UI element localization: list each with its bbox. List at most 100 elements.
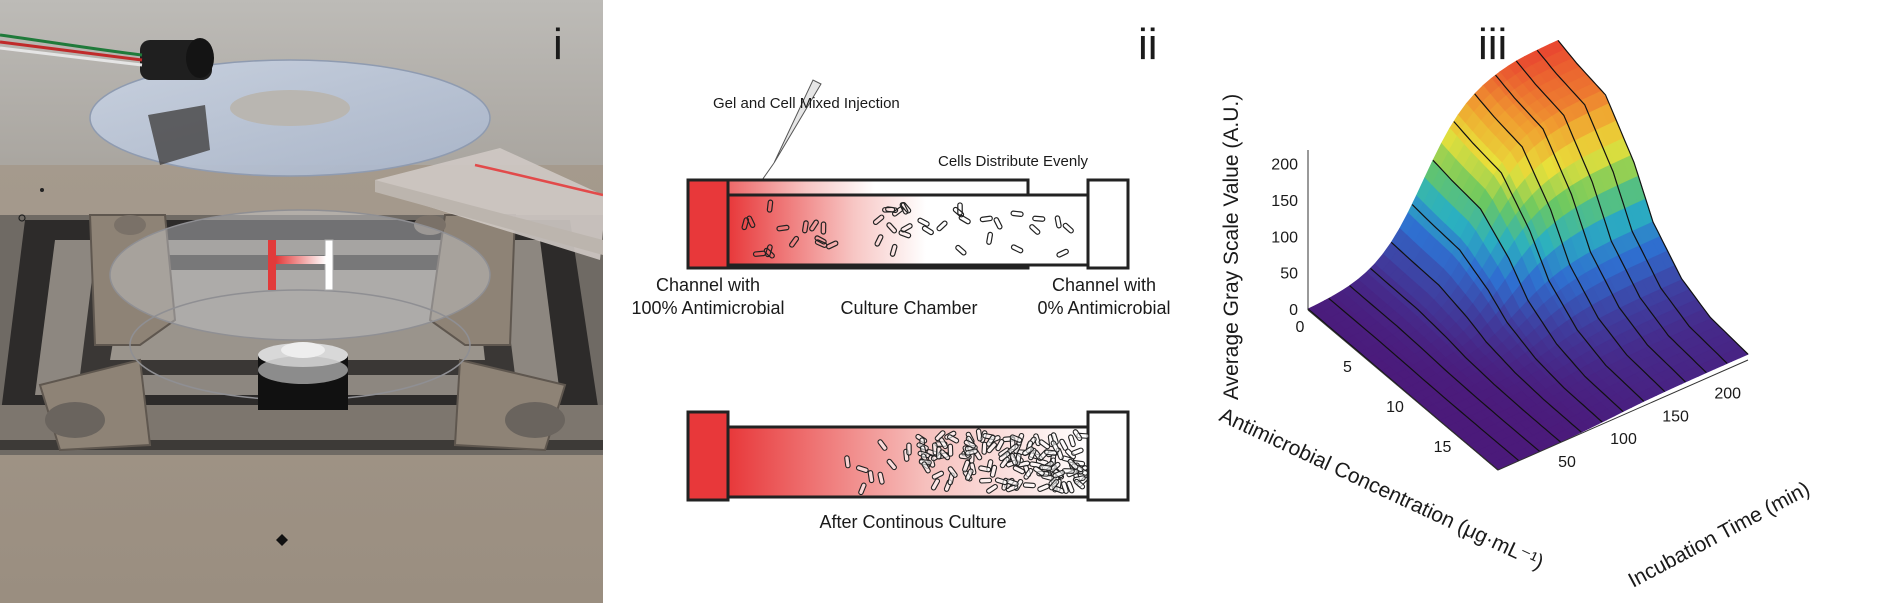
time-contour-line [1328,297,1520,462]
x-tick-label: 15 [1434,439,1452,456]
bacterium-cell [867,470,875,484]
z-tick-label: 150 [1271,193,1298,210]
time-contour-line [1515,60,1707,374]
y-tick-label: 200 [1714,385,1741,402]
bacterium-cell [886,222,898,234]
z-tick-label: 200 [1271,157,1298,174]
right-channel-top [1086,178,1130,270]
bacterium-cell [1022,446,1034,457]
bacterium-cell [985,434,996,447]
bacterium-cell [963,439,976,449]
pipette-tip [773,79,822,164]
bacterium-cell [886,458,897,471]
culture-chamber-label: Culture Chamber [840,298,977,318]
bacterium-cell [874,234,884,247]
right-channel-label-1: Channel with [1052,275,1156,295]
chamber-schematic: Gel and Cell Mixed Injection Cells Distr… [631,79,1171,532]
bacterium-cell [962,459,971,473]
bacterium-cell [995,439,1005,452]
bacterium-cell [939,449,951,461]
bacterium-cell [975,428,983,442]
bacterium-cell [872,214,885,226]
panel-i-label: i [553,20,563,69]
bacterium-cell [855,465,869,474]
bacterium-cell [936,220,948,232]
time-contour-line [1349,285,1541,452]
bacterium-cell [900,223,913,233]
bacterium-cell [1054,215,1062,229]
time-contour-line [1453,121,1645,402]
bacterium-cell [789,235,800,248]
left-channel-top [686,178,730,270]
bacterium-cell [921,461,931,474]
bacterium-cell [820,221,827,235]
bacterium-cell [1033,466,1045,476]
bacterium-cell [825,240,839,250]
bacterium-cell [1028,447,1037,461]
bacterium-cell [906,442,912,456]
bacterium-cell [1010,244,1024,254]
bacterium-cell [1012,465,1026,475]
bacterium-cell [889,243,898,257]
bacterium-cell [1022,482,1036,489]
bacterium-cell [1050,440,1060,453]
bacterium-cell [741,217,750,231]
device-illustration [0,0,603,603]
bacterium-cell [877,471,885,485]
bacterium-cell [746,215,756,228]
bacterium-cell [947,466,958,478]
bacterium-cell [858,482,867,496]
panel-ii-schematic: Gel and Cell Mixed Injection Cells Distr… [603,0,1178,603]
y-axis-label: Incubation Time (min) [1625,477,1814,592]
bacterium-cell [981,441,988,455]
y-tick-label: 100 [1610,431,1637,448]
bacterium-cell [898,230,912,239]
right-channel-label-2: 0% Antimicrobial [1037,298,1170,318]
x-tick-label: 5 [1343,359,1352,376]
bacterium-cell [964,468,974,481]
bacterium-cell [801,220,809,234]
bacterium-cell [809,219,819,232]
bacterium-cell [1071,447,1084,456]
bacterium-cell [1009,434,1023,443]
bacterium-cell [1068,434,1076,448]
bacterium-cell [993,217,1003,230]
bacterium-cell [978,465,992,473]
bacterium-cell [1039,464,1053,471]
z-tick-label: 100 [1271,229,1298,246]
bacterium-cell [930,478,941,491]
y-tick-label: 50 [1558,454,1576,471]
bacterium-cell [1038,439,1051,450]
bacterium-cell [979,215,993,223]
bacterium-cell [917,217,930,227]
bacterium-cell [1072,429,1083,442]
time-contour-line [1390,241,1582,433]
time-contour-line [1474,93,1666,392]
left-channel-label-1: Channel with [656,275,760,295]
surface-mesh [1307,39,1749,471]
panel-iii-label: iii [1478,20,1508,69]
time-contour-line [1370,267,1561,443]
bacterium-cell [1023,467,1034,480]
time-contour-line [1495,74,1686,383]
bacterium-cell [965,448,978,456]
left-channel-label-2: 100% Antimicrobial [631,298,784,318]
bacterium-cell [899,202,909,215]
bacterium-cell [952,206,965,218]
bacterium-cell [1009,452,1018,466]
bacterium-cell [1066,480,1075,494]
right-channel-bottom [1086,410,1130,502]
time-contour-line [1536,49,1728,364]
bacterium-cell [934,430,946,442]
bacterium-cell [763,247,775,259]
bacterium-cell [986,231,994,245]
bacterium-cell [947,443,954,457]
bacterium-cell [947,434,960,444]
cells-bottom-group [844,428,1090,496]
bacterium-cell [921,225,934,236]
bacterium-cell [986,484,998,494]
bacterium-cell [844,455,851,469]
bacterium-cell [766,199,774,213]
bacterium-cell [998,451,1011,462]
